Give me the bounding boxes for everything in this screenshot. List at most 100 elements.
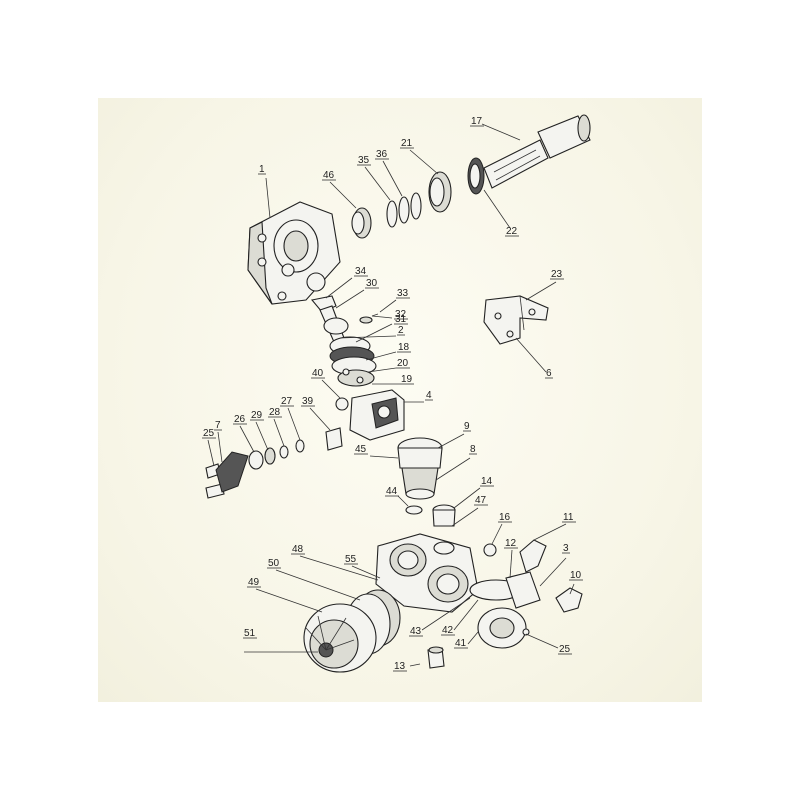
mounting-bracket	[483, 295, 549, 345]
callout-c11: 11	[563, 512, 574, 523]
callout-c51: 51	[244, 628, 256, 639]
callout-c40: 40	[312, 368, 324, 379]
piston-stack	[329, 336, 377, 387]
callout-c44: 44	[386, 486, 398, 497]
diaphragm-assembly	[303, 589, 401, 673]
leader-line-c32	[371, 315, 393, 319]
callout-c55: 55	[345, 554, 357, 565]
leader-line-c11	[533, 523, 567, 541]
leader-line-c28	[273, 418, 285, 447]
leader-line-c35	[364, 166, 391, 201]
leader-line-c30	[335, 289, 365, 309]
leader-line-c40	[321, 379, 341, 399]
leader-line-c23	[525, 281, 557, 301]
callout-c21: 21	[401, 138, 413, 149]
callout-c45: 45	[355, 444, 367, 455]
leader-line-c14	[453, 487, 481, 509]
callout-c50: 50	[268, 558, 280, 569]
leader-line-c22	[483, 189, 511, 229]
leader-line-c41	[467, 631, 479, 645]
connecting-rod	[310, 295, 379, 343]
callout-c26: 26	[234, 414, 246, 425]
leader-line-c36	[382, 160, 403, 197]
callout-c32: 32	[395, 309, 407, 320]
callout-c20: 20	[397, 358, 409, 369]
callout-c28: 28	[269, 407, 281, 418]
leader-line-c7	[217, 431, 223, 463]
leader-line-c27	[287, 407, 301, 441]
leader-line-c33	[379, 299, 397, 313]
callout-c1: 1	[259, 164, 265, 175]
leader-line-c21	[409, 149, 439, 175]
callout-c43: 43	[410, 626, 422, 637]
callout-c10: 10	[570, 570, 582, 581]
leader-line-c20	[367, 367, 397, 373]
drive-shaft-17	[483, 114, 591, 189]
seal-46	[351, 207, 372, 239]
leader-line-c8	[435, 457, 471, 481]
pump-body	[375, 533, 479, 613]
cap-14	[432, 504, 456, 527]
callout-c4: 4	[426, 390, 432, 401]
callout-c13: 13	[394, 661, 406, 672]
leader-line-c39	[309, 407, 331, 431]
callout-c41: 41	[455, 638, 467, 649]
pump-head-block	[335, 389, 405, 441]
leader-line-c26	[239, 425, 255, 453]
callout-c23: 23	[551, 269, 563, 280]
callout-c49: 49	[248, 577, 260, 588]
callout-c3: 3	[563, 543, 569, 554]
rings-35-36	[386, 192, 422, 228]
callout-c33: 33	[397, 288, 409, 299]
leader-line-c44	[397, 495, 409, 507]
callout-c14: 14	[481, 476, 493, 487]
leader-line-c16	[491, 523, 503, 545]
callout-c18: 18	[398, 342, 410, 353]
leader-line-c42	[453, 599, 479, 631]
callout-c39: 39	[302, 396, 314, 407]
leader-line-c3	[539, 557, 567, 587]
gearbox-housing	[247, 201, 341, 305]
callout-c42: 42	[442, 625, 454, 636]
callout-c30: 30	[366, 278, 378, 289]
callout-c25b: 25	[559, 644, 571, 655]
leader-line-c13	[409, 663, 421, 667]
callout-c48: 48	[292, 544, 304, 555]
leader-line-c17	[481, 123, 521, 141]
callout-c19: 19	[401, 374, 413, 385]
leader-line-c34	[325, 277, 353, 299]
callout-c2: 2	[398, 325, 404, 336]
leader-line-c48	[299, 555, 379, 581]
bearing-21	[428, 171, 452, 213]
callout-c46: 46	[323, 170, 335, 181]
leader-line-c12	[509, 549, 513, 579]
callout-c22: 22	[506, 226, 518, 237]
callout-c17: 17	[471, 116, 483, 127]
leader-line-c2	[339, 335, 397, 339]
callout-c25a: 25	[203, 428, 215, 439]
leader-line-c43	[421, 597, 471, 631]
leader-line-c45	[369, 455, 399, 459]
callout-c12: 12	[505, 538, 517, 549]
callout-labels: 1234678910111213141617181920212223252526…	[202, 116, 583, 672]
leader-line-c1	[265, 177, 271, 219]
callout-c9: 9	[464, 421, 470, 432]
leader-line-c46	[329, 181, 357, 209]
leader-line-c47	[451, 507, 479, 527]
callout-c7: 7	[215, 420, 221, 431]
callout-c47: 47	[475, 495, 487, 506]
oring-44	[405, 505, 423, 515]
leader-line-c31	[355, 323, 393, 343]
callout-c16: 16	[499, 512, 511, 523]
fitting-13	[427, 646, 445, 669]
leader-line-c55	[351, 565, 381, 579]
callout-c8: 8	[470, 444, 476, 455]
leader-line-c6	[515, 337, 547, 373]
leader-line-c29	[255, 421, 269, 451]
leader-line-c18	[365, 351, 397, 361]
callout-c36: 36	[376, 149, 388, 160]
leader-line-c25a	[207, 439, 215, 467]
leader-line-c50	[275, 569, 361, 601]
